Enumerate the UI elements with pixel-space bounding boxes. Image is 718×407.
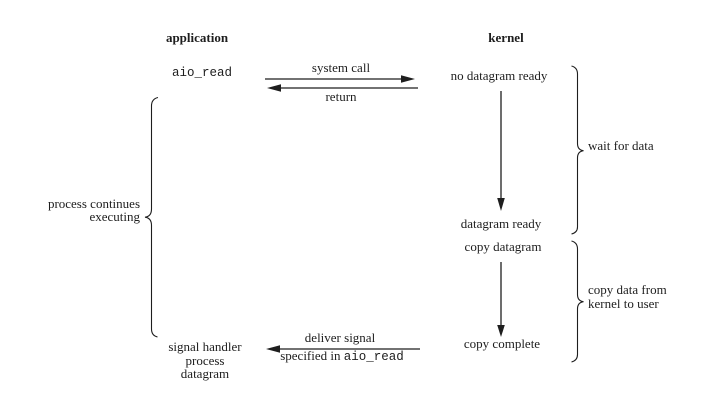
process-continues-brace <box>144 96 159 338</box>
kernel-state-no-datagram-ready: no datagram ready <box>450 68 548 83</box>
deliver-signal-label-line2: specified in aio_read <box>280 348 404 365</box>
process-continues-label-line1: process continues <box>47 196 140 211</box>
kernel-state-copy-complete: copy complete <box>463 336 541 351</box>
copy-data-label: copy data from kernel to user <box>588 283 667 311</box>
deliver-signal-label-line2-code: aio_read <box>343 350 404 364</box>
copy-arrowhead <box>497 325 505 337</box>
signal-handler-label: signal handler process datagram <box>168 340 241 381</box>
return-label: return <box>325 89 357 104</box>
copy-data-label-line1: copy data from <box>588 282 667 297</box>
signal-handler-label-line3: datagram <box>180 366 230 381</box>
copy-data-brace <box>571 240 584 363</box>
column-title-kernel: kernel <box>488 30 524 45</box>
kernel-state-copy-datagram: copy datagram <box>464 239 542 254</box>
deliver-signal-label-line1: deliver signal <box>304 330 376 345</box>
column-title-application: application <box>165 30 229 45</box>
system-call-arrowhead <box>401 75 415 83</box>
kernel-state-datagram-ready: datagram ready <box>460 216 542 231</box>
process-continues-label-line2: executing <box>89 209 140 224</box>
system-call-label: system call <box>311 60 371 75</box>
signal-handler-label-line1: signal handler <box>168 339 242 354</box>
signal-handler-label-line2: process <box>185 352 225 368</box>
process-continues-label: process continues executing <box>48 197 140 223</box>
deliver-signal-label-line2-prefix: specified in <box>280 348 344 363</box>
copy-data-label-line2: kernel to user <box>588 296 659 311</box>
aio-read-call-label: aio_read <box>171 66 233 80</box>
wait-for-data-brace <box>571 65 584 235</box>
deliver-signal-arrowhead <box>266 345 280 353</box>
wait-for-data-label: wait for data <box>588 138 654 153</box>
return-arrowhead <box>267 84 281 92</box>
wait-arrowhead <box>497 198 505 211</box>
